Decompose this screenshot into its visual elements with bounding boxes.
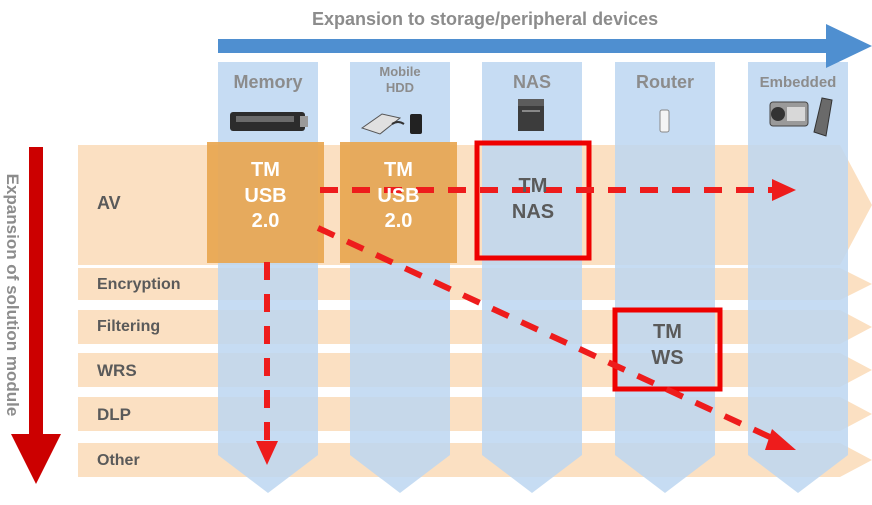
side-expansion-arrow bbox=[11, 147, 61, 484]
row-label-av: AV bbox=[97, 193, 121, 213]
row-label-wrs: WRS bbox=[97, 361, 137, 380]
column-label-embedded: Embedded bbox=[759, 74, 837, 91]
product-line: TM bbox=[518, 175, 548, 197]
column-label-router: Router bbox=[636, 72, 694, 92]
arrowhead-diagonal bbox=[765, 429, 796, 450]
column-label-mobile-hdd: Mobile HDD bbox=[350, 64, 450, 95]
row-label-other: Other bbox=[97, 452, 140, 469]
row-label-encryption: Encryption bbox=[97, 276, 181, 293]
tm-nas-label: TM NAS bbox=[477, 174, 589, 225]
usb-memory-stick-icon bbox=[230, 112, 308, 131]
tm-usb-memory-label: TM USB 2.0 bbox=[207, 158, 324, 235]
tm-usb-memory-box bbox=[207, 142, 324, 263]
tm-ws-label: TM WS bbox=[615, 320, 720, 371]
dashed-arrows bbox=[264, 187, 774, 441]
tm-usb-hdd-label: TM USB 2.0 bbox=[340, 158, 457, 235]
top-expansion-arrow bbox=[218, 24, 872, 68]
product-line: USB bbox=[377, 184, 420, 207]
column-label-mobile-line: Mobile bbox=[379, 64, 421, 79]
top-axis-label: Expansion to storage/peripheral devices bbox=[312, 9, 659, 29]
product-line: USB bbox=[244, 184, 287, 207]
mobile-hdd-icon bbox=[360, 113, 422, 135]
tm-usb-hdd-box bbox=[340, 142, 457, 263]
arrowhead-vertical bbox=[256, 441, 278, 465]
camcorder-and-phone-icon bbox=[769, 97, 833, 137]
tm-nas-highlight-box bbox=[474, 140, 592, 261]
arrowhead-horizontal bbox=[772, 179, 796, 201]
column-label-memory: Memory bbox=[233, 72, 303, 92]
column-label-hdd-line: HDD bbox=[385, 79, 415, 95]
router-icon bbox=[659, 109, 670, 133]
product-line: TM bbox=[251, 159, 280, 181]
row-label-filtering: Filtering bbox=[97, 318, 161, 335]
column-nas bbox=[482, 62, 582, 493]
product-line: NAS bbox=[511, 200, 555, 223]
side-axis-label: Expansion of solution module bbox=[3, 173, 22, 417]
dashed-arrow-diagonal bbox=[316, 225, 774, 441]
product-line: TM bbox=[653, 321, 682, 343]
product-line: TM bbox=[384, 159, 413, 181]
product-line: 2.0 bbox=[384, 210, 413, 233]
nas-server-icon bbox=[518, 99, 544, 131]
row-label-dlp: DLP bbox=[97, 405, 131, 424]
column-router bbox=[615, 62, 715, 493]
product-line: WS bbox=[651, 346, 684, 369]
column-label-nas: NAS bbox=[512, 72, 551, 92]
column-embedded bbox=[748, 62, 848, 493]
product-line: 2.0 bbox=[251, 210, 280, 233]
